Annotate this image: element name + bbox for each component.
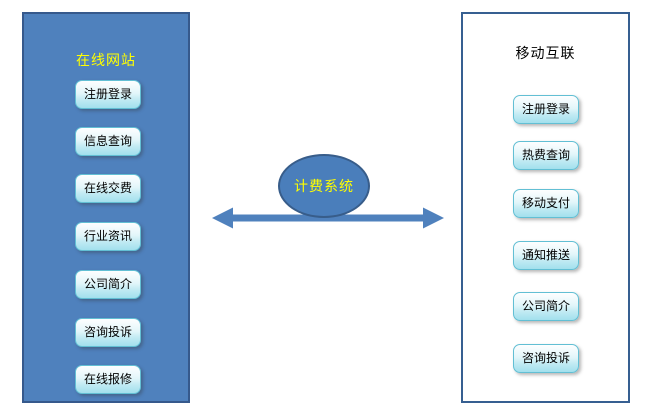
left-button-register-login[interactable]: 注册登录	[75, 80, 141, 109]
left-button-industry-news[interactable]: 行业资讯	[75, 222, 141, 251]
mobile-internet-panel: 移动互联 注册登录 热费查询 移动支付 通知推送 公司简介 咨询投诉	[461, 12, 630, 403]
left-button-online-payment[interactable]: 在线交费	[75, 174, 141, 203]
left-button-company-profile[interactable]: 公司简介	[75, 270, 141, 299]
right-button-register-login[interactable]: 注册登录	[513, 95, 579, 124]
left-button-consult-complaint[interactable]: 咨询投诉	[75, 318, 141, 347]
billing-system-label: 计费系统	[294, 179, 354, 195]
billing-system-ellipse: 计费系统	[278, 154, 370, 218]
right-button-company-profile[interactable]: 公司简介	[513, 292, 579, 321]
right-button-notification-push[interactable]: 通知推送	[513, 241, 579, 270]
right-button-heat-fee-query[interactable]: 热费查询	[513, 141, 579, 170]
left-button-online-repair[interactable]: 在线报修	[75, 365, 141, 394]
bidirectional-arrow-icon	[212, 207, 444, 229]
bidirectional-arrow	[210, 204, 446, 232]
left-button-info-query[interactable]: 信息查询	[75, 127, 141, 156]
online-website-title: 在线网站	[76, 53, 136, 69]
right-button-mobile-payment[interactable]: 移动支付	[513, 189, 579, 218]
mobile-internet-title: 移动互联	[515, 46, 576, 62]
online-website-panel: 在线网站 注册登录 信息查询 在线交费 行业资讯 公司简介 咨询投诉 在线报修	[22, 12, 190, 403]
right-button-consult-complaint[interactable]: 咨询投诉	[513, 344, 579, 373]
